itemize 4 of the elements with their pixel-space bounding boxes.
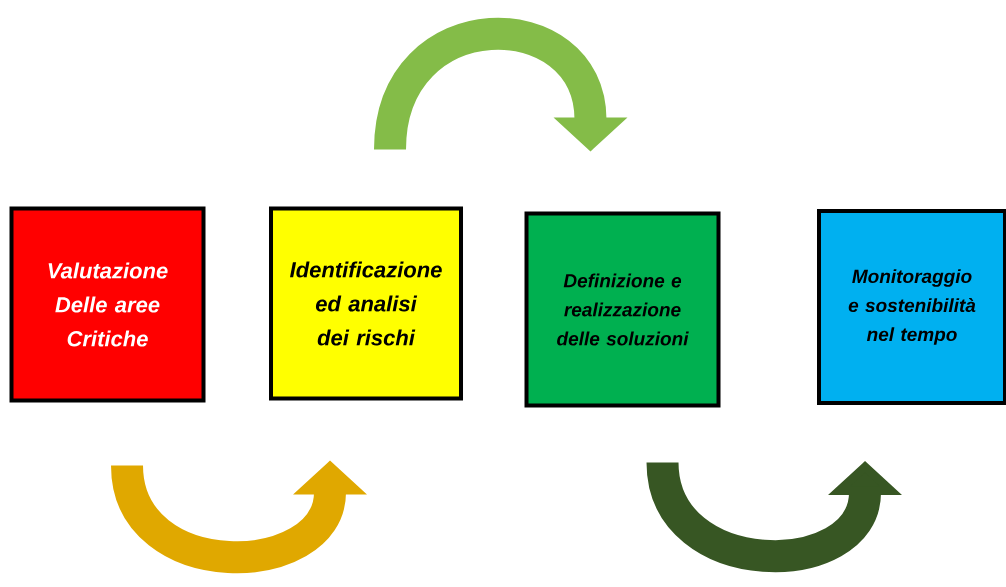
process-box: Monitoraggio e sostenibilità nel tempo [817,209,1006,405]
process-box: Valutazione Delle aree Critiche [9,206,206,403]
process-box: Identificazione ed analisi dei rischi [269,206,463,401]
process-box: Definizione e realizzazione delle soluzioni [524,211,721,408]
